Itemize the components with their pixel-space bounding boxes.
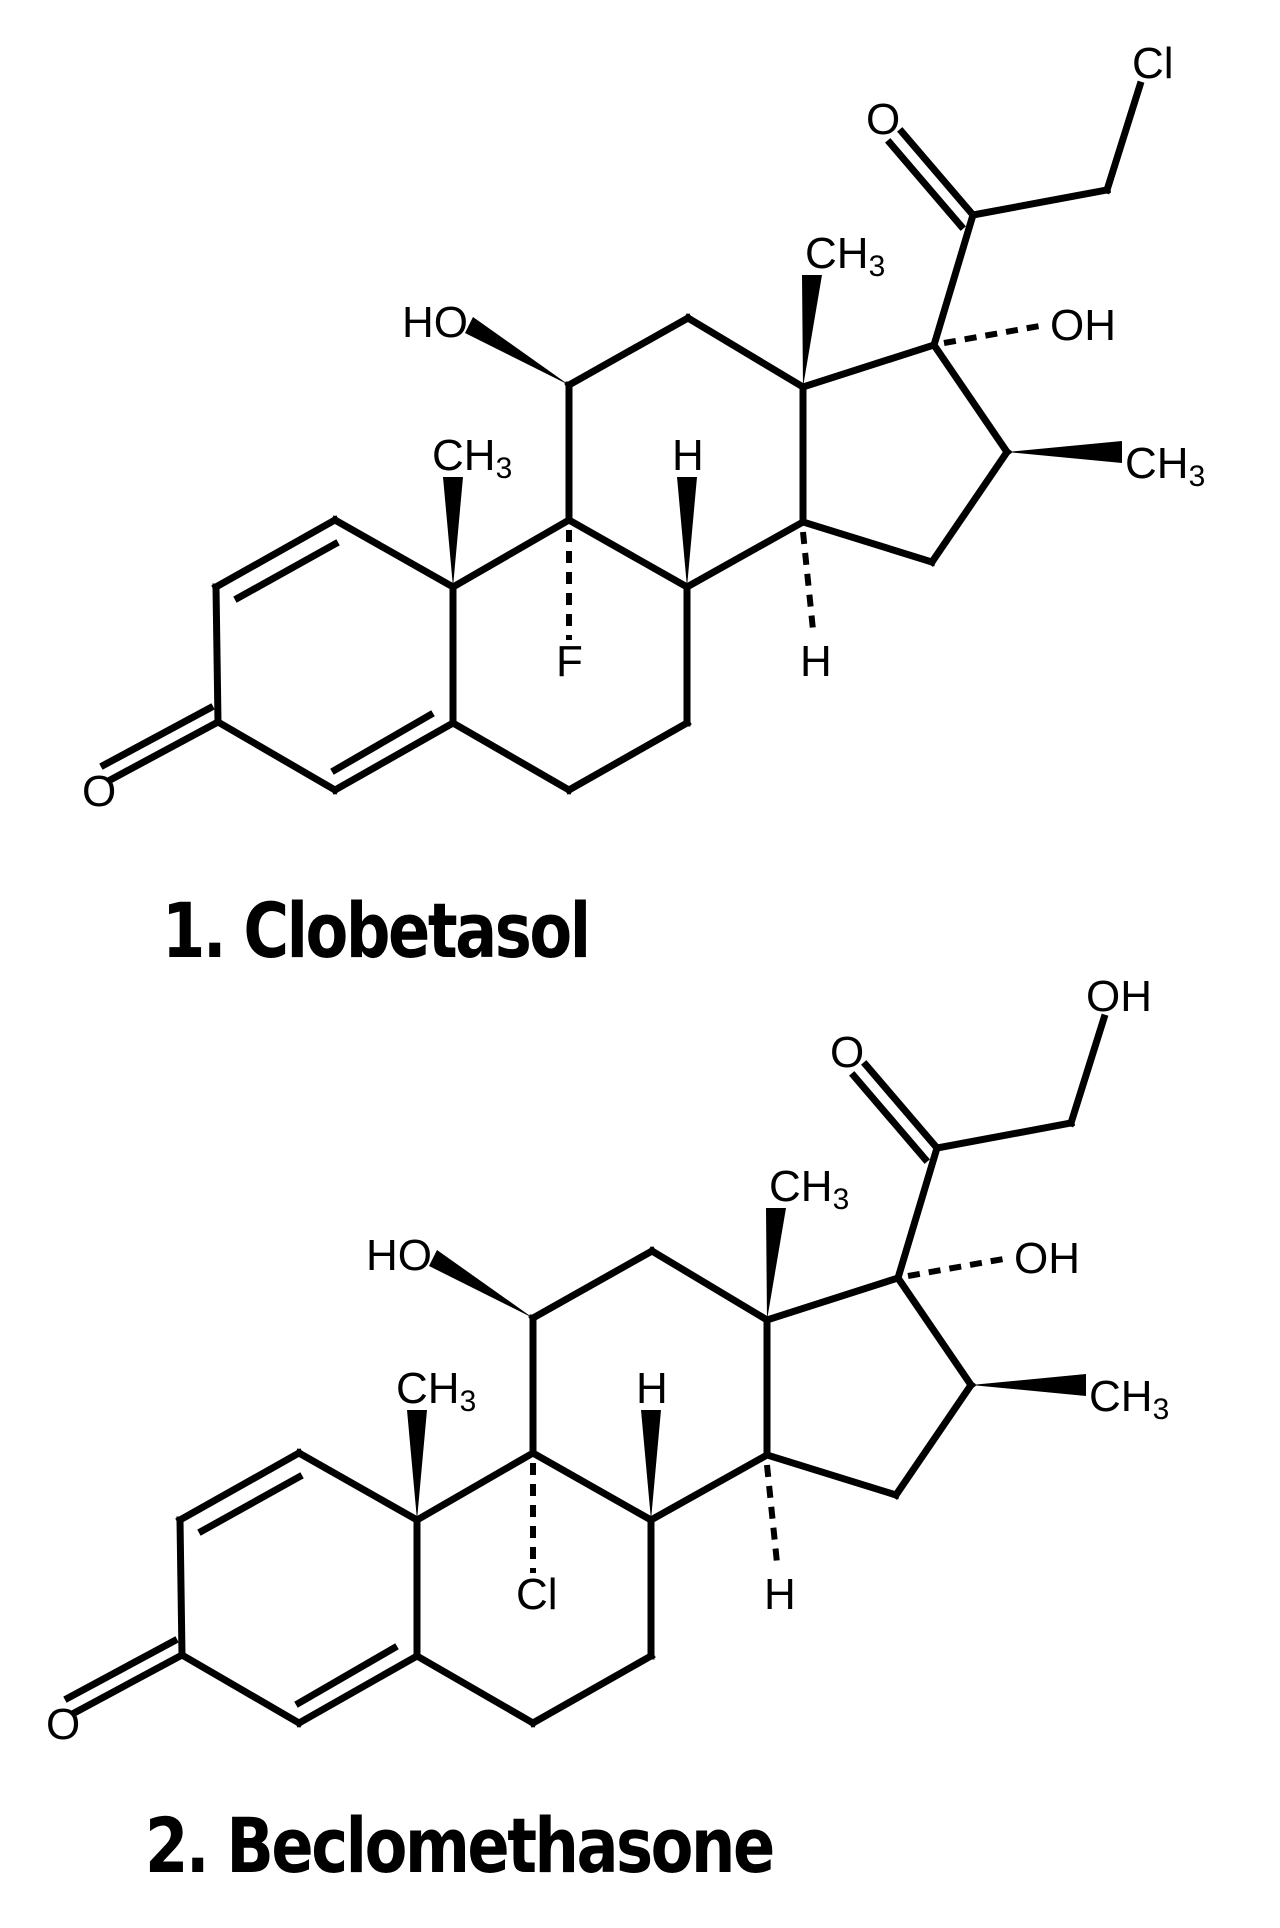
label-x21: Cl — [1132, 39, 1174, 88]
bond-carbonyl — [861, 1060, 942, 1153]
structure-clobetasol: HO CH3 H CH3 OH CH3 F H O O Cl — [82, 39, 1205, 816]
label-h14: H — [800, 637, 832, 686]
hashed-bond-h14 — [800, 531, 816, 631]
wedge-bond-h8 — [677, 477, 697, 587]
label-ch3-10: CH3 — [432, 431, 512, 485]
bond-carbonyl — [63, 1636, 179, 1703]
bond — [762, 1450, 901, 1500]
bond — [176, 1516, 186, 1659]
bond — [448, 515, 574, 592]
wedge-bond-h8 — [641, 1410, 661, 1520]
bond-carbonyl — [107, 717, 223, 784]
bond — [968, 185, 1112, 220]
bond — [891, 1380, 976, 1500]
bond — [177, 1650, 304, 1728]
wedge-bond-ch3-16 — [1007, 441, 1122, 463]
bond — [762, 1273, 903, 1325]
bond — [175, 1448, 304, 1525]
bond — [893, 1273, 976, 1390]
wedge-bond-ho11 — [465, 317, 569, 385]
label-oh-17: OH — [1014, 1234, 1080, 1283]
wedge-bond-ch3-13 — [802, 275, 822, 387]
label-ch3-16: CH3 — [1089, 1372, 1169, 1426]
bond — [646, 1450, 772, 1525]
wedge-bond-ch3-10 — [407, 1410, 427, 1520]
label-h8: H — [672, 431, 704, 480]
bond — [927, 447, 1012, 567]
bond — [564, 515, 692, 592]
bond — [798, 517, 937, 567]
label-x21: OH — [1086, 972, 1152, 1021]
bond — [294, 1651, 422, 1728]
bond — [213, 717, 340, 795]
caption-clobetasol: 1. Clobetasol — [162, 886, 591, 975]
bond-carbonyl — [71, 1650, 187, 1717]
label-h14: H — [764, 1570, 796, 1619]
hashed-bond-oh17 — [907, 1255, 1010, 1279]
wedge-bond-ch3-13 — [766, 1208, 786, 1320]
bond-double-inner — [233, 539, 340, 603]
caption-beclomethasone: 2. Beclomethasone — [145, 1801, 775, 1890]
bond — [294, 1448, 422, 1525]
label-x9: Cl — [516, 1570, 558, 1619]
label-h8: H — [636, 1364, 668, 1413]
bond — [564, 718, 692, 795]
label-ch3-13: CH3 — [769, 1162, 849, 1216]
bond — [798, 340, 939, 392]
wedge-bond-ho11 — [429, 1250, 533, 1318]
bond — [1102, 80, 1145, 195]
hashed-bond-oh17 — [943, 322, 1046, 346]
bond — [932, 1118, 1076, 1153]
bond — [528, 1448, 656, 1525]
bond-double-inner — [197, 1472, 304, 1536]
bond-carbonyl — [897, 127, 978, 220]
bond — [683, 313, 808, 392]
bond — [212, 583, 222, 726]
wedge-bond-ch3-10 — [443, 477, 463, 587]
bond — [211, 515, 340, 592]
label-ho-11: HO — [366, 1231, 432, 1280]
bond — [528, 1246, 657, 1323]
bond — [1066, 1013, 1109, 1128]
label-o3: O — [46, 1700, 80, 1749]
bond — [528, 1651, 656, 1728]
label-oh-17: OH — [1050, 301, 1116, 350]
bond — [330, 515, 458, 592]
bond — [330, 718, 458, 795]
bond — [682, 517, 808, 592]
label-ho-11: HO — [402, 298, 468, 347]
structure-beclomethasone: HO CH3 H CH3 OH CH3 Cl H O O OH — [46, 972, 1169, 1749]
hashed-bond-h14 — [764, 1464, 780, 1564]
label-x9: F — [556, 637, 583, 686]
label-ch3-16: CH3 — [1125, 439, 1205, 493]
bond — [929, 210, 978, 350]
label-ch3-10: CH3 — [396, 1364, 476, 1418]
bond — [929, 340, 1012, 457]
bond-carbonyl — [849, 1071, 930, 1164]
bond-carbonyl — [885, 138, 966, 231]
label-ch3-13: CH3 — [805, 229, 885, 283]
bond-double-inner — [330, 710, 435, 775]
bond — [448, 718, 574, 795]
bond — [647, 1246, 772, 1325]
label-o20: O — [830, 1028, 864, 1077]
bond — [412, 1651, 538, 1728]
label-o20: O — [866, 95, 900, 144]
bond-double-inner — [294, 1643, 399, 1708]
wedge-bond-ch3-16 — [971, 1374, 1086, 1396]
label-o3: O — [82, 767, 116, 816]
bond — [893, 1143, 942, 1283]
bond — [412, 1448, 538, 1525]
bond — [564, 313, 693, 390]
bond-carbonyl — [99, 703, 215, 770]
